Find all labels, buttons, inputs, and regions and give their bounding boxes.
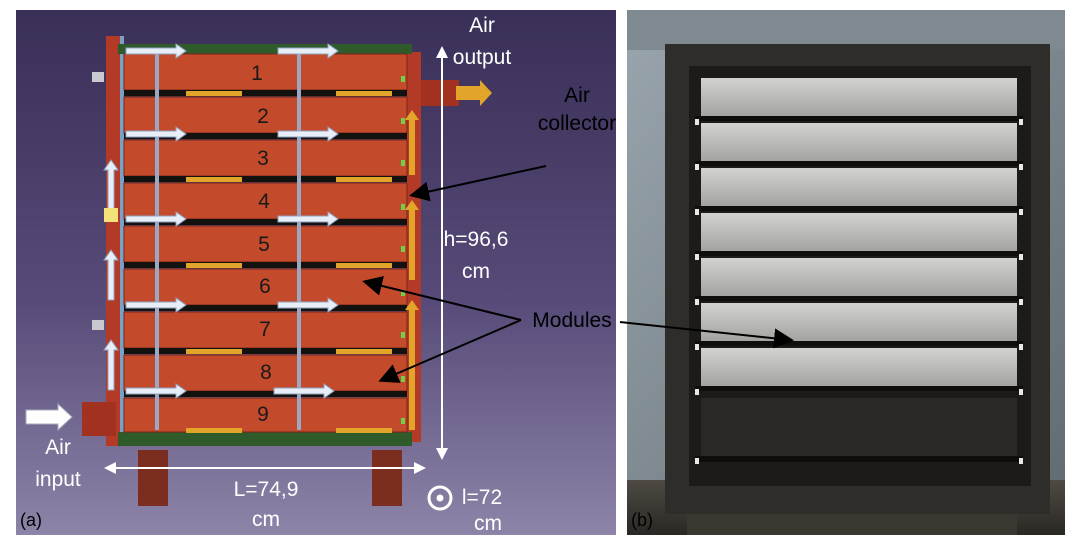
frame-top	[118, 44, 412, 54]
tray-4	[695, 213, 1023, 260]
module-row-5	[123, 225, 408, 268]
panel-a-label: (a)	[20, 510, 42, 530]
module-number-6: 6	[259, 275, 271, 298]
module-number-8: 8	[260, 361, 272, 384]
white-flow-arrows	[125, 43, 339, 399]
module-number-9: 9	[257, 403, 269, 426]
height-dim-line-1: h=96,6	[444, 228, 509, 251]
module-number-4: 4	[258, 190, 270, 213]
panel-a-schematic: 1 2 3 4 5 6 7 8 9 Air output h=96,6 cm A…	[16, 10, 616, 535]
air-input-line-1: Air	[45, 436, 71, 459]
left-nub-middle	[92, 320, 104, 330]
width-dim-line-1: l=72	[462, 486, 502, 509]
height-arrow-top	[436, 46, 448, 58]
module-row-3	[123, 139, 408, 182]
tray-1	[695, 78, 1023, 125]
right-edge-markers	[401, 76, 405, 424]
length-arrow-left	[104, 462, 116, 474]
air-output-line-1: Air	[469, 14, 495, 37]
pointer-air-collector	[409, 165, 547, 202]
pointer-module-6	[362, 276, 522, 321]
tray-3	[695, 168, 1023, 215]
pointer-module-8	[378, 319, 522, 383]
right-leg	[372, 450, 402, 506]
left-junction-marker	[104, 208, 118, 222]
air-input-pipe	[82, 402, 116, 436]
module-number-1: 1	[251, 62, 263, 85]
left-leg	[138, 450, 168, 506]
air-output-line-2: output	[453, 46, 512, 69]
module-number-5: 5	[258, 233, 270, 256]
module-row-9	[123, 397, 408, 433]
photo-svg: (b)	[627, 10, 1065, 535]
panel-b-photo: (b)	[627, 10, 1065, 535]
frame-bottom	[118, 432, 412, 446]
panel-b-label: (b)	[631, 510, 653, 530]
air-collector-line-1: Air	[564, 84, 590, 107]
module-rows	[123, 53, 408, 433]
depth-symbol-icon	[427, 485, 453, 511]
module-row-7	[123, 311, 408, 354]
module-pins	[155, 54, 301, 430]
tray-2	[695, 123, 1023, 170]
schematic-svg: 1 2 3 4 5 6 7 8 9 Air output h=96,6 cm A…	[16, 10, 616, 535]
tray-6	[695, 303, 1023, 350]
tray-8-empty	[695, 398, 1023, 464]
module-number-2: 2	[257, 105, 269, 128]
modules-label: Modules	[532, 309, 611, 332]
module-number-3: 3	[257, 147, 269, 170]
air-input-arrow	[25, 402, 73, 432]
tray-5	[695, 258, 1023, 305]
yellow-flow-arrows	[186, 91, 392, 433]
module-row-6	[123, 268, 408, 311]
air-output-arrow	[456, 80, 492, 106]
left-nub-top	[92, 72, 104, 82]
tray-7	[695, 348, 1023, 395]
module-row-4	[123, 182, 408, 225]
length-dim-line-1: L=74,9	[234, 478, 299, 501]
module-number-7: 7	[259, 318, 271, 341]
right-rising-arrows	[405, 110, 419, 430]
drying-trays	[695, 78, 1023, 464]
height-dim-line-2: cm	[462, 260, 490, 283]
pointer-lines	[362, 165, 547, 383]
module-row-2	[123, 96, 408, 139]
left-rising-arrows	[103, 159, 119, 391]
module-row-8	[123, 354, 408, 397]
left-air-gap	[120, 36, 124, 446]
module-numbers: 1 2 3 4 5 6 7 8 9	[251, 62, 272, 426]
module-row-1	[123, 53, 408, 96]
width-dim-line-2: cm	[474, 512, 502, 535]
height-arrow-bottom	[436, 448, 448, 460]
air-collector-line-2: collector	[538, 112, 616, 135]
length-dim-line-2: cm	[252, 508, 280, 531]
length-arrow-right	[414, 462, 426, 474]
air-output-pipe	[421, 80, 459, 106]
air-input-line-2: input	[35, 468, 81, 491]
